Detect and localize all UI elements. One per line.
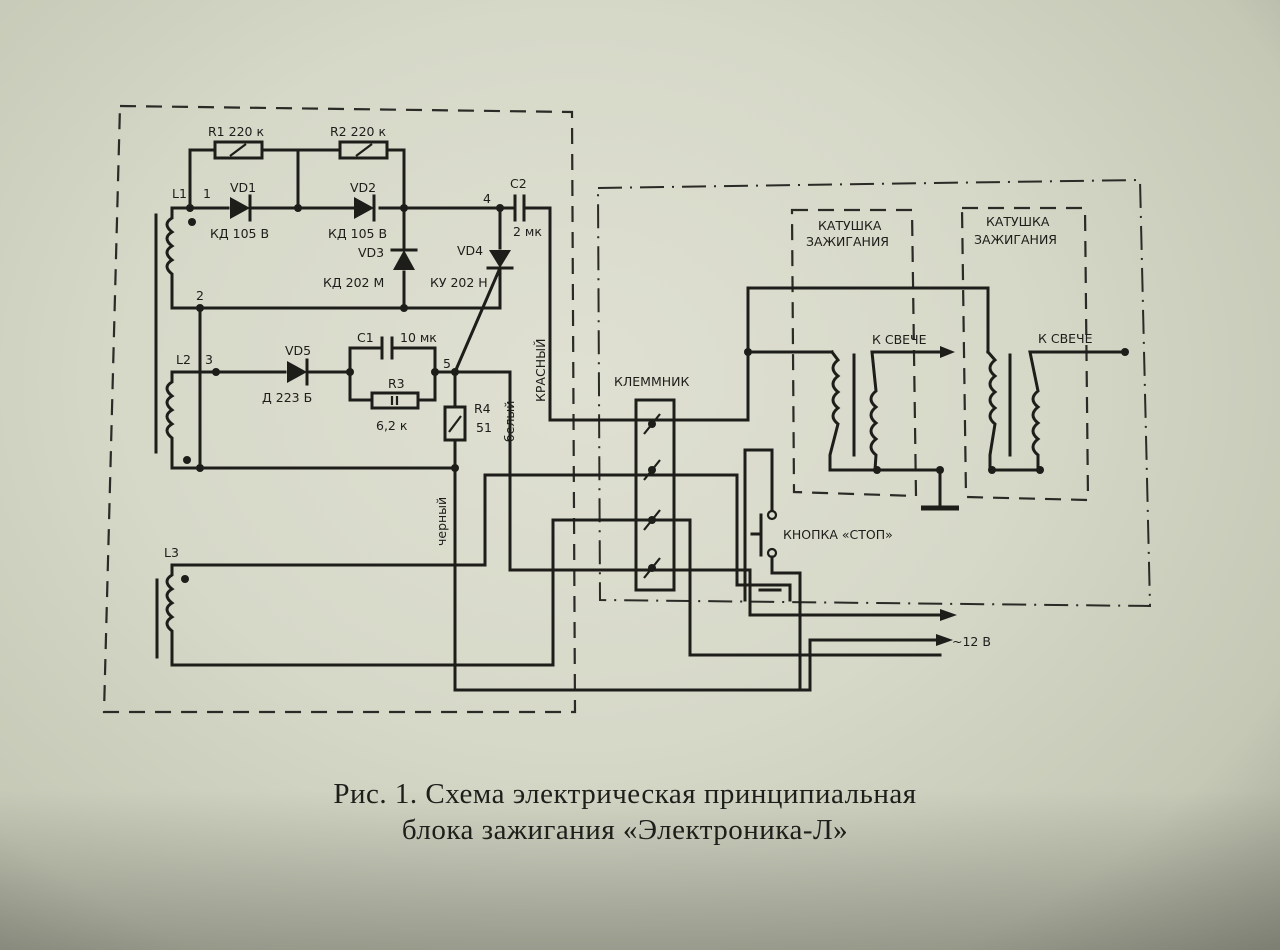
label-terminal-block: КЛЕММНИК <box>614 374 689 389</box>
label-node5: 5 <box>443 356 451 371</box>
resistor-R1 <box>213 140 264 160</box>
inductor-L2 <box>165 370 218 470</box>
coil2-enclosure <box>960 206 1090 502</box>
label-C2: C2 <box>510 176 527 191</box>
label-coil1-line2: ЗАЖИГАНИЯ <box>806 234 889 249</box>
label-supply: ~12 В <box>952 634 991 649</box>
label-node3: 3 <box>205 352 213 367</box>
label-L3: L3 <box>164 545 179 560</box>
label-VD5-type: Д 223 Б <box>262 390 312 405</box>
label-C1-value: 10 мк <box>400 330 437 345</box>
resistor-R2 <box>338 140 389 160</box>
label-red-wire: КРАСНЫЙ <box>533 339 548 402</box>
inductor-L3 <box>155 563 189 667</box>
label-L2: L2 <box>176 352 191 367</box>
c1-r3-network <box>348 346 457 402</box>
figure-caption: Рис. 1. Схема электрическая принципиальн… <box>0 776 1280 848</box>
label-VD4-type: КУ 202 Н <box>430 275 488 290</box>
label-coil2-line2: ЗАЖИГАНИЯ <box>974 232 1057 247</box>
label-coil1-line1: КАТУШКА <box>818 218 882 233</box>
ground-symbol <box>921 466 959 511</box>
l3-bottom-wire <box>170 518 942 667</box>
label-VD4: VD4 <box>457 243 483 258</box>
label-R1: R1 220 к <box>208 124 264 139</box>
diode-VD1 <box>230 194 252 222</box>
label-black-wire: черный <box>434 497 449 546</box>
supply-arrow-2 <box>936 634 953 646</box>
diode-VD3 <box>390 248 418 270</box>
resistor-wires <box>188 148 406 210</box>
label-L1: L1 <box>172 186 187 201</box>
black-wire <box>453 370 942 692</box>
label-node1: 1 <box>203 186 211 201</box>
resistor-R4 <box>443 405 467 442</box>
label-C1: C1 <box>357 330 374 345</box>
label-VD2-type: КД 105 В <box>328 226 387 241</box>
supply-arrow-1 <box>940 609 957 621</box>
vehicle-enclosure <box>596 178 1152 608</box>
label-R3-value: 6,2 к <box>376 418 408 433</box>
label-VD1-type: КД 105 В <box>210 226 269 241</box>
coil-supply-wire <box>598 286 990 422</box>
junction-dots <box>186 204 752 472</box>
label-VD5: VD5 <box>285 343 311 358</box>
caption-line-2: блока зажигания «Электроника-Л» <box>401 814 849 846</box>
capacitor-C2 <box>513 194 526 222</box>
diode-VD2 <box>354 194 376 222</box>
white-wire <box>453 370 942 617</box>
inductor-L1 <box>165 206 202 310</box>
label-R4-value: 51 <box>476 420 492 435</box>
label-white-wire: белый <box>502 401 517 442</box>
label-VD2: VD2 <box>350 180 376 195</box>
ignition-coil-1 <box>828 346 955 474</box>
label-VD3-type: КД 202 М <box>323 275 384 290</box>
label-C2-value: 2 мк <box>513 224 542 239</box>
label-coil2-line1: КАТУШКА <box>986 214 1050 229</box>
label-node2: 2 <box>196 288 204 303</box>
capacitor-C1 <box>380 336 394 360</box>
label-VD1: VD1 <box>230 180 256 195</box>
label-node4: 4 <box>483 191 491 206</box>
l3-top-wire <box>170 473 792 602</box>
gate-wire <box>453 266 502 374</box>
electronic-unit-enclosure <box>102 104 577 714</box>
resistor-R3 <box>370 391 420 410</box>
label-R3: R3 <box>388 376 405 391</box>
label-to-plug2: К СВЕЧЕ <box>1038 331 1093 346</box>
diode-VD5 <box>287 358 309 386</box>
label-VD3: VD3 <box>358 245 384 260</box>
stop-button-symbol <box>743 448 802 692</box>
node2-rail <box>170 268 502 310</box>
thyristor-VD4 <box>453 250 514 374</box>
polarity-dot <box>183 456 191 464</box>
label-to-plug1: К СВЕЧЕ <box>872 332 927 347</box>
label-R2: R2 220 к <box>330 124 386 139</box>
ignition-coil-2 <box>985 348 1129 474</box>
terminal-screws <box>643 413 661 579</box>
label-stop-button: КНОПКА «СТОП» <box>783 527 893 542</box>
terminal-block <box>634 398 676 592</box>
polarity-dot <box>188 218 196 226</box>
coil1-enclosure <box>790 208 918 498</box>
red-wire <box>498 206 602 422</box>
caption-line-1: Рис. 1. Схема электрическая принципиальн… <box>333 778 917 810</box>
label-R4: R4 <box>474 401 491 416</box>
